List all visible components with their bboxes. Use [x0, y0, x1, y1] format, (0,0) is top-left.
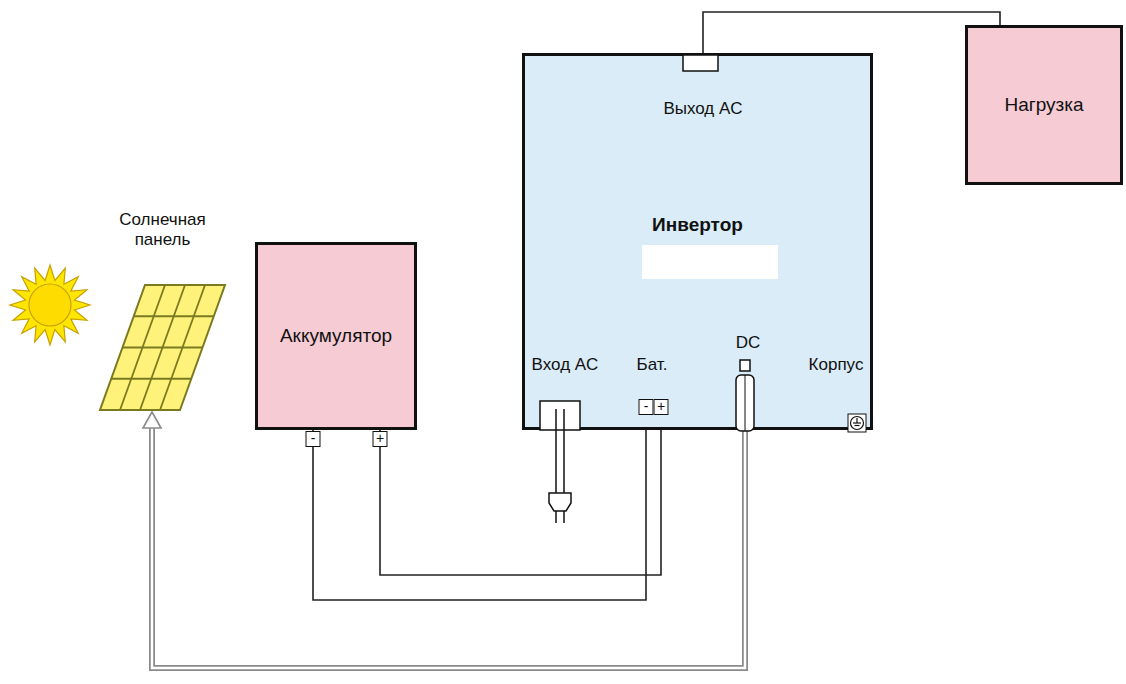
dc-input-label: DC [736, 334, 761, 351]
display-window [642, 245, 778, 279]
solar-input-line [143, 412, 745, 668]
ac-input-plug [540, 401, 580, 523]
arrow-head [143, 412, 161, 428]
panel-cell-line [134, 315, 214, 317]
node-title: Нагрузка [1004, 94, 1083, 117]
panel-cell-line [160, 285, 205, 410]
node-title: Аккумулятор [280, 325, 392, 348]
load-box: Нагрузка [965, 25, 1123, 185]
sun-illustration [10, 265, 90, 345]
double-line-outer [152, 428, 745, 668]
battery-plus-wire [380, 430, 661, 575]
ac-input-label: Вход AC [532, 356, 599, 373]
battery-plus-terminal: + [373, 431, 388, 447]
solar-panel: Солнечная панель [95, 210, 230, 412]
battery-minus-terminal: - [306, 431, 321, 447]
wire-line [380, 430, 661, 575]
battery-box: Аккумулятор [255, 242, 417, 430]
ground-label: Корпус [809, 356, 864, 373]
node-title: Инвертор [652, 214, 743, 237]
wire-line [703, 12, 1000, 53]
ac-output-label: Выход AC [663, 100, 742, 117]
node-title: Солнечная панель [113, 210, 213, 251]
sun-disc [29, 284, 71, 326]
double-line-inner [152, 428, 745, 668]
ac-output-socket [683, 55, 718, 71]
panel-cell-line [123, 347, 203, 349]
battery-input-label: Бат. [637, 356, 668, 373]
panel-frame [100, 285, 225, 410]
ground-terminal [848, 414, 866, 432]
inverter-minus-terminal: - [639, 399, 654, 415]
dc-connector [736, 360, 754, 431]
connector-layer [143, 12, 1000, 668]
load-wire [703, 12, 1000, 53]
sun-rays [10, 265, 90, 345]
inverter-plus-terminal: + [654, 399, 669, 415]
